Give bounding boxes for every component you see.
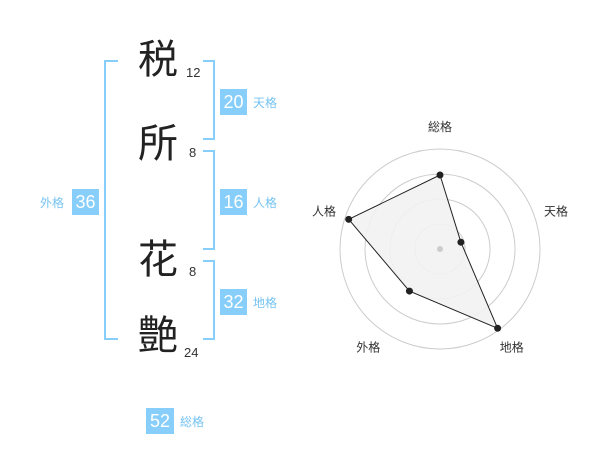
radar-axis-label: 外格 [356,340,380,355]
radar-axis-label: 人格 [312,203,336,218]
radar-center-dot [437,246,443,252]
jinkaku-label: 人格 [253,196,278,210]
tenkaku-value: 20 [220,89,247,115]
chikaku-value: 32 [220,289,247,315]
chikaku-label: 地格 [253,296,278,310]
soukaku-value: 52 [146,408,174,434]
stroke-count-4: 24 [184,345,199,360]
jinkaku-value: 16 [220,189,247,215]
tenkaku-bracket [203,60,215,140]
radar-point [405,287,413,295]
radar-grid-ring [364,173,516,325]
chikaku-bracket [203,260,215,340]
radar-grid-ring [339,148,541,350]
radar-grid-ring [389,198,491,300]
name-char-3: 花 [138,237,178,283]
radar-point [345,215,353,223]
radar-axis-label: 天格 [544,203,568,218]
radar-axis-label: 総格 [428,119,452,134]
radar-grid-ring [414,223,466,275]
tenkaku-label: 天格 [253,96,278,110]
radar-axis-label: 地格 [500,340,524,355]
radar-point [494,324,502,332]
gaikaku-bracket [104,60,118,340]
stroke-count-1: 12 [186,65,201,80]
name-char-2: 所 [138,121,178,167]
name-char-1: 税 [138,37,178,83]
soukaku-label: 総格 [180,415,205,429]
radar-point [457,238,465,246]
gaikaku-value: 36 [72,189,99,215]
jinkaku-bracket [203,150,215,250]
radar-area [347,174,499,330]
radar-point [436,171,444,179]
name-char-4: 艶 [138,313,178,359]
stroke-count-3: 8 [189,264,197,279]
gaikaku-label: 外格 [40,196,65,210]
stroke-count-2: 8 [189,145,197,160]
